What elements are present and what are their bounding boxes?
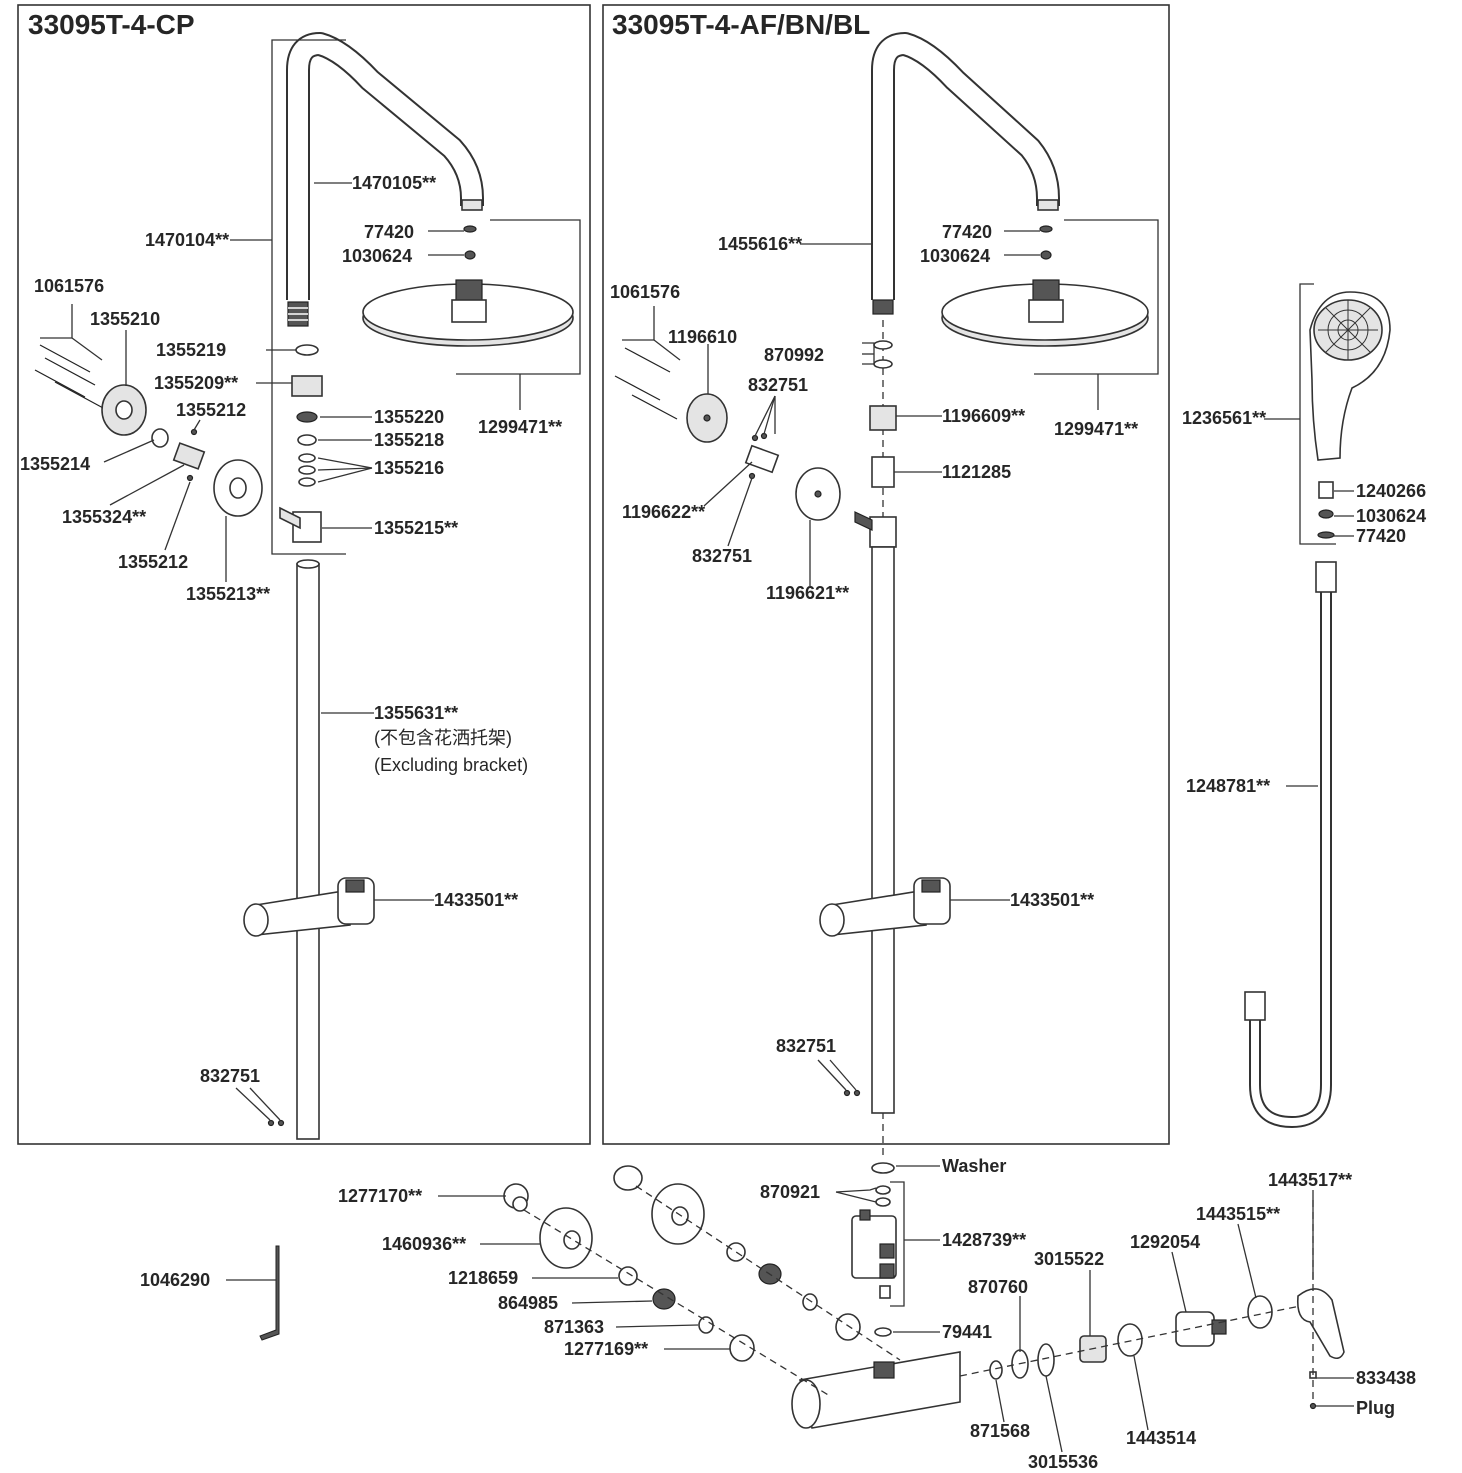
- mixer-left-inlet-parts: [503, 1165, 861, 1362]
- label-1061576-left: 1061576: [34, 276, 104, 296]
- label-77420-middle: 77420: [942, 222, 992, 242]
- label-1355220: 1355220: [374, 407, 444, 427]
- label-1030624-left: 1030624: [342, 246, 412, 266]
- label-1355219: 1355219: [156, 340, 226, 360]
- label-plug: Plug: [1356, 1398, 1395, 1418]
- label-1196609: 1196609**: [942, 406, 1025, 426]
- label-832751-middle-mid: 832751: [692, 546, 752, 566]
- label-1470105: 1470105**: [352, 173, 436, 193]
- label-864985: 864985: [498, 1293, 558, 1313]
- label-3015536: 3015536: [1028, 1452, 1098, 1472]
- label-833438: 833438: [1356, 1368, 1416, 1388]
- label-1292054: 1292054: [1130, 1232, 1200, 1252]
- left-overhead-arm: [286, 32, 484, 327]
- label-1470104: 1470104**: [145, 230, 229, 250]
- label-77420-left: 77420: [364, 222, 414, 242]
- label-1121285: 1121285: [942, 462, 1011, 482]
- label-1355218: 1355218: [374, 430, 444, 450]
- label-1355212-top: 1355212: [176, 400, 246, 420]
- label-washer: Washer: [942, 1156, 1006, 1176]
- label-1299471-left: 1299471**: [478, 417, 562, 437]
- mixer-outlet-diverter: [851, 1162, 897, 1337]
- left-panel-title: 33095T-4-CP: [28, 9, 195, 40]
- label-1248781: 1248781**: [1186, 776, 1270, 796]
- middle-panel-frame: [602, 4, 1170, 1145]
- label-1196622: 1196622**: [622, 502, 705, 522]
- label-1433501-middle: 1433501**: [1010, 890, 1094, 910]
- label-1218659: 1218659: [448, 1268, 518, 1288]
- note-excluding-bracket-cn: (不包含花洒托架): [374, 728, 512, 748]
- label-1030624-middle: 1030624: [920, 246, 990, 266]
- shower-hose: [1244, 561, 1337, 1129]
- label-1355209: 1355209**: [154, 373, 238, 393]
- label-1355324: 1355324**: [62, 507, 146, 527]
- label-832751-middle-top: 832751: [748, 375, 808, 395]
- label-79441: 79441: [942, 1322, 992, 1342]
- label-1443515: 1443515**: [1196, 1204, 1280, 1224]
- label-1355212-bottom: 1355212: [118, 552, 188, 572]
- middle-arm-fittings: [854, 340, 897, 548]
- label-1455616: 1455616**: [718, 234, 802, 254]
- label-77420-right: 77420: [1356, 526, 1406, 546]
- left-slider-bracket: [243, 877, 375, 937]
- label-1355216: 1355216: [374, 458, 444, 478]
- label-871568: 871568: [970, 1421, 1030, 1441]
- middle-panel-title: 33095T-4-AF/BN/BL: [612, 9, 870, 40]
- middle-rain-showerhead: [941, 225, 1149, 347]
- mixer-body: [791, 1351, 961, 1429]
- left-arm-fittings: [279, 344, 323, 543]
- label-1355215: 1355215**: [374, 518, 458, 538]
- label-871363: 871363: [544, 1317, 604, 1337]
- label-1030624-right: 1030624: [1356, 506, 1426, 526]
- label-1355214: 1355214: [20, 454, 90, 474]
- middle-overhead-arm: [871, 32, 1060, 315]
- label-832751-left: 832751: [200, 1066, 260, 1086]
- label-1277169: 1277169**: [564, 1339, 648, 1359]
- left-slide-rail: [296, 559, 320, 1140]
- middle-wall-bracket: [614, 347, 841, 521]
- label-1355210: 1355210: [90, 309, 160, 329]
- label-1046290: 1046290: [140, 1270, 210, 1290]
- label-1355631: 1355631**: [374, 703, 458, 723]
- label-1236561: 1236561**: [1182, 408, 1266, 428]
- label-870921: 870921: [760, 1182, 820, 1202]
- label-1061576-middle: 1061576: [610, 282, 680, 302]
- hex-key: [259, 1245, 280, 1341]
- label-1355213: 1355213**: [186, 584, 270, 604]
- label-870760: 870760: [968, 1277, 1028, 1297]
- hand-shower: [1309, 291, 1391, 539]
- label-1460936: 1460936**: [382, 1234, 466, 1254]
- mixer-right-cartridge-parts: [989, 1288, 1345, 1410]
- label-1240266: 1240266: [1356, 481, 1426, 501]
- label-1443517: 1443517**: [1268, 1170, 1352, 1190]
- left-rain-showerhead: [362, 225, 574, 347]
- note-excluding-bracket-en: (Excluding bracket): [374, 755, 528, 775]
- left-panel-frame: [17, 4, 591, 1145]
- label-1433501-left: 1433501**: [434, 890, 518, 910]
- label-1277170: 1277170**: [338, 1186, 422, 1206]
- middle-slide-rail: [871, 546, 895, 1114]
- label-1299471-middle: 1299471**: [1054, 419, 1138, 439]
- label-1196621: 1196621**: [766, 583, 849, 603]
- label-1428739: 1428739**: [942, 1230, 1026, 1250]
- label-1443514: 1443514: [1126, 1428, 1196, 1448]
- left-wall-bracket: [34, 344, 263, 517]
- label-1196610: 1196610: [668, 327, 737, 347]
- label-832751-middle-bottom: 832751: [776, 1036, 836, 1056]
- label-870992: 870992: [764, 345, 824, 365]
- middle-slider-bracket: [819, 877, 951, 937]
- label-3015522: 3015522: [1034, 1249, 1104, 1269]
